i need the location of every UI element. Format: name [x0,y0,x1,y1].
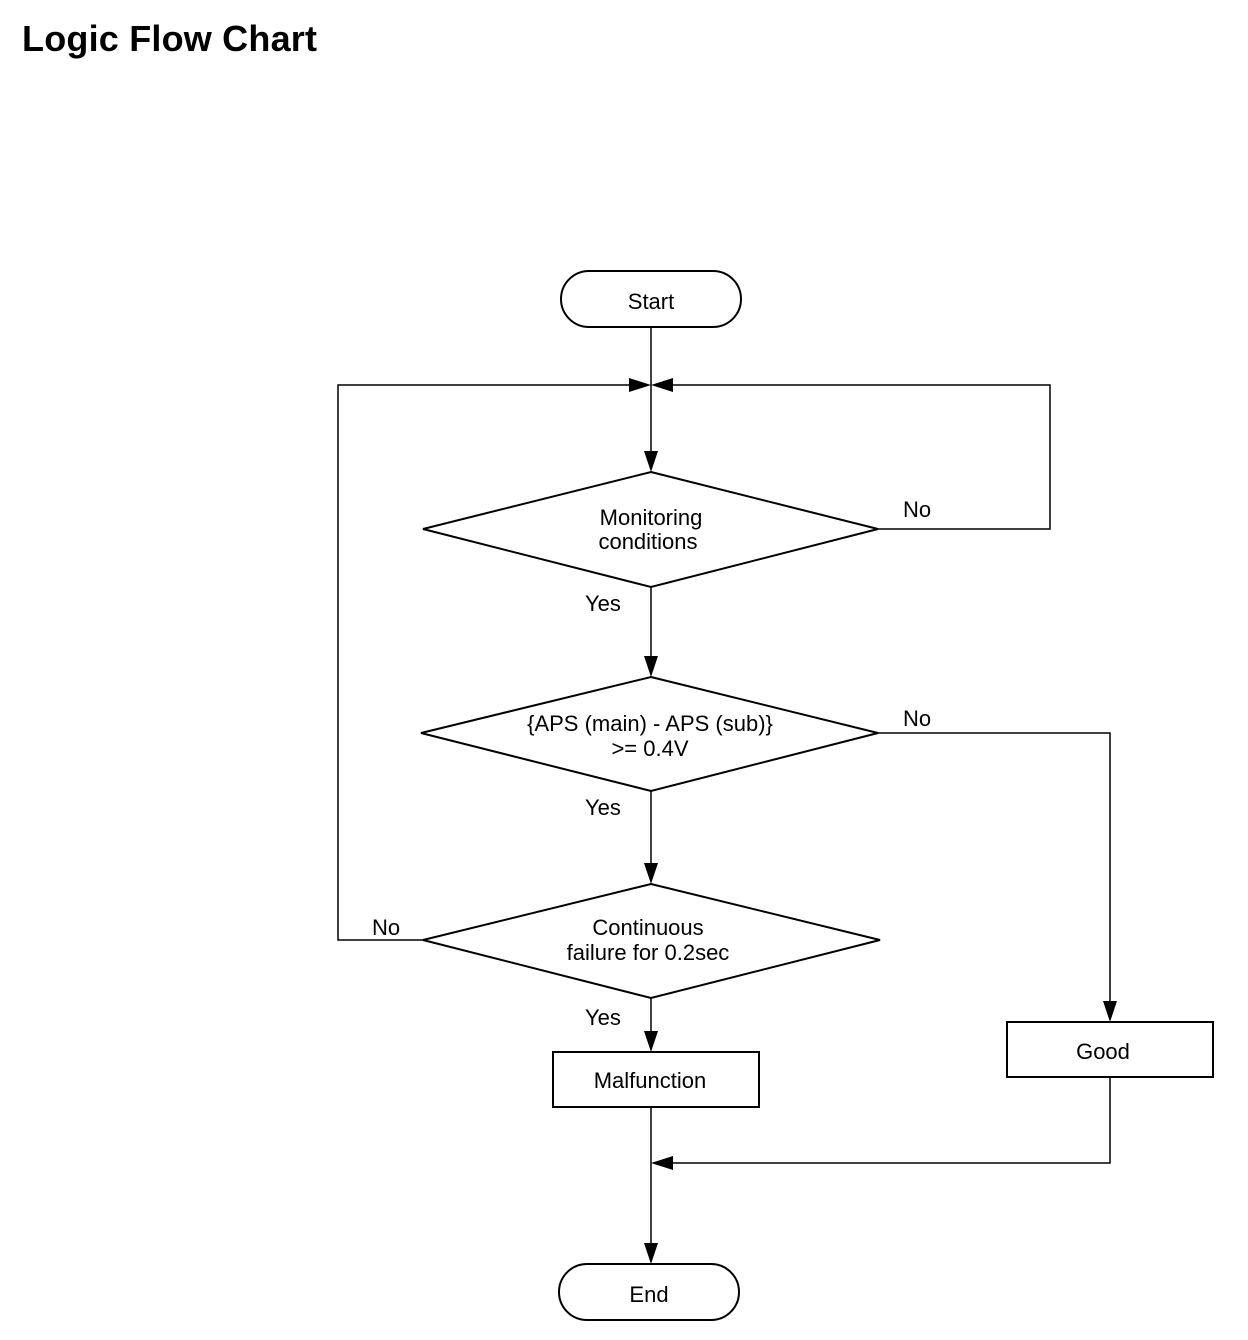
continuous-failure-decision: Continuous failure for 0.2sec [422,882,881,1000]
monitoring-conditions-decision: Monitoring conditions [422,470,879,589]
monitoring-yes-label: Yes [585,591,621,616]
malfunction-node: Malfunction [552,1051,760,1108]
arrowhead-left-loop [629,378,651,392]
malfunction-label: Malfunction [594,1068,707,1093]
continuous-yes-label: Yes [585,1005,621,1030]
aps-no-label: No [903,706,931,731]
continuous-no-label: No [372,915,400,940]
aps-difference-decision: {APS (main) - APS (sub)} >= 0.4V [420,675,879,793]
monitoring-label-line1: Monitoring [600,505,703,530]
connector-continuous-no-loop [337,384,640,941]
page-title: Logic Flow Chart [22,18,318,59]
monitoring-label-line2: conditions [598,529,697,554]
start-node: Start [560,270,742,328]
aps-label-line1: {APS (main) - APS (sub)} [527,711,773,736]
continuous-label-line2: failure for 0.2sec [567,940,730,965]
connector-aps-no-to-good [878,732,1111,1008]
arrowhead-into-end [644,1243,658,1264]
arrowhead-into-malfunction [644,1031,658,1052]
continuous-label-line1: Continuous [592,915,703,940]
arrowhead-into-continuous [644,863,658,884]
aps-yes-label: Yes [585,795,621,820]
connector-good-to-end [663,1077,1111,1164]
arrowhead-right-loop [651,378,673,392]
start-label: Start [628,289,674,314]
end-label: End [629,1282,668,1307]
arrowhead-into-aps [644,656,658,677]
good-label: Good [1076,1039,1130,1064]
aps-label-line2: >= 0.4V [611,736,688,761]
arrowhead-good-join [651,1156,673,1170]
connector-monitoring-no-loop [662,384,1051,530]
arrowhead-into-good [1103,1001,1117,1022]
monitoring-no-label: No [903,497,931,522]
arrowhead-into-monitoring [644,451,658,472]
end-node: End [558,1263,740,1321]
good-node: Good [1006,1021,1214,1078]
